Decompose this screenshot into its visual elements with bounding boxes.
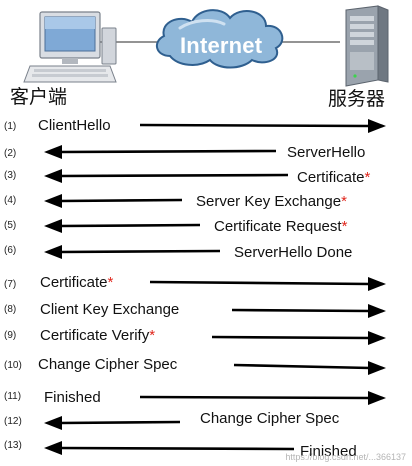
message-label-finished: Finished: [44, 389, 101, 406]
step-number: (9): [4, 330, 17, 341]
arrow-left: [44, 169, 289, 183]
message-label-client-hello: ClientHello: [38, 117, 111, 134]
arrow-left: [44, 245, 221, 259]
arrow-left: [44, 441, 295, 455]
step-number: (3): [4, 170, 17, 181]
arrow-right: [231, 304, 386, 318]
watermark: https://blog.csdn.net/...366137: [285, 452, 406, 462]
internet-label: Internet: [180, 33, 263, 58]
arrow-left: [44, 194, 183, 208]
arrow-right: [139, 119, 386, 133]
step-number: (4): [4, 195, 17, 206]
step-number: (12): [4, 416, 22, 427]
message-label-certificate: Certificate*: [40, 274, 114, 291]
desktop-computer-icon: [23, 11, 117, 83]
step-number: (7): [4, 279, 17, 290]
arrow-right: [211, 331, 386, 345]
step-number: (11): [4, 391, 22, 402]
arrow-left: [44, 145, 277, 159]
step-number: (5): [4, 220, 17, 231]
server-tower-icon: [345, 5, 389, 87]
message-label-server-key-exchange: Server Key Exchange*: [196, 193, 347, 210]
server-label: 服务器: [328, 88, 386, 110]
arrow-left: [44, 219, 201, 233]
network-illustration: [23, 5, 389, 87]
step-number: (1): [4, 121, 17, 132]
step-number: (8): [4, 304, 17, 315]
message-label-change-cipher-spec: Change Cipher Spec: [200, 410, 340, 427]
message-label-client-key-exchange: Client Key Exchange: [40, 301, 180, 318]
arrow-right: [149, 277, 386, 291]
message-label-server-hello: ServerHello: [287, 144, 366, 161]
client-label: 客户端: [10, 86, 68, 108]
step-number: (2): [4, 148, 17, 159]
arrow-right: [139, 391, 386, 405]
step-number: (10): [4, 360, 22, 371]
message-label-finished: Finished: [300, 443, 357, 460]
message-label-certificate-verify: Certificate Verify*: [40, 327, 156, 344]
message-label-certificate: Certificate*: [297, 169, 371, 186]
step-number: (13): [4, 440, 22, 451]
step-number: (6): [4, 245, 17, 256]
arrow-left: [44, 416, 181, 430]
message-label-serverhello-done: ServerHello Done: [234, 244, 353, 261]
message-label-change-cipher-spec: Change Cipher Spec: [38, 356, 178, 373]
cloud-icon: [155, 9, 284, 69]
message-label-certificate-request: Certificate Request*: [214, 218, 348, 235]
arrow-right: [233, 361, 386, 375]
